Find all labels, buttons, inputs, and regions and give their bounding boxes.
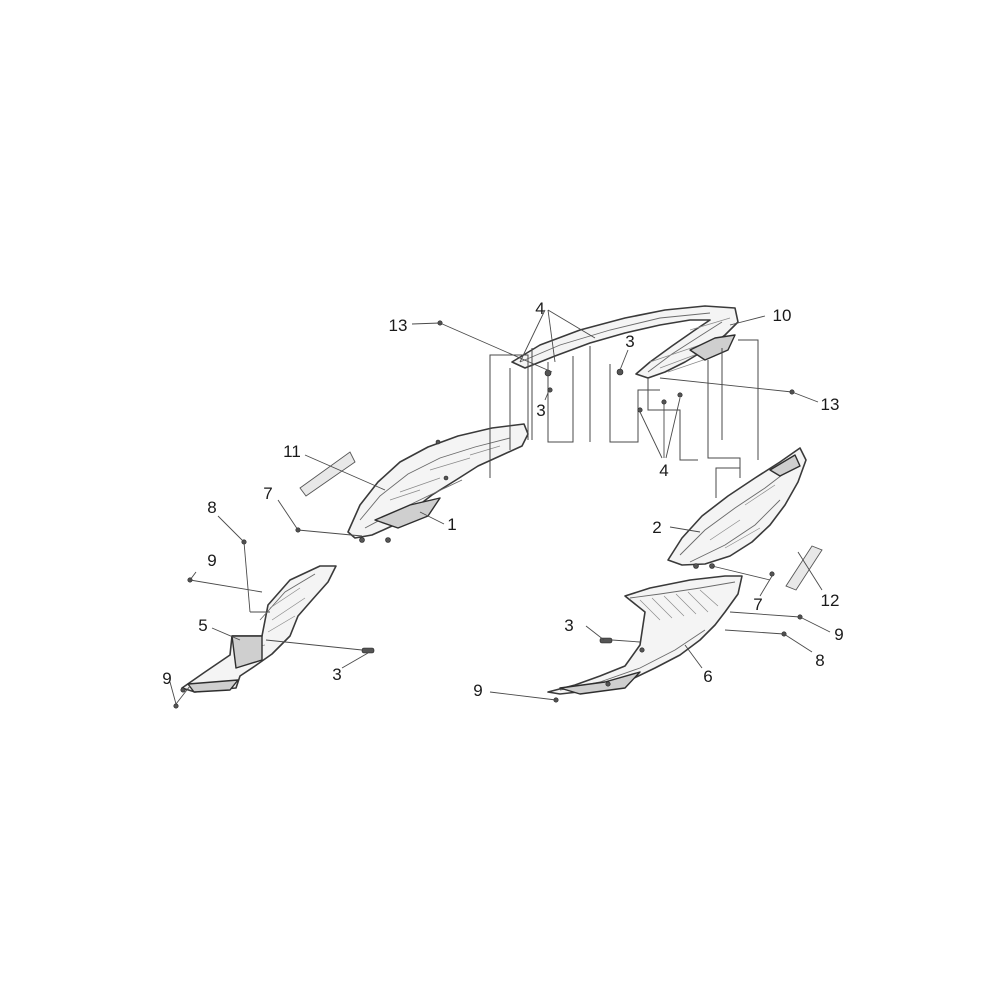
callout-12: 12 [821,591,840,610]
callout-3-lower-right: 3 [564,616,573,635]
leader-lines [169,309,831,705]
nut-4c-icon [677,392,683,398]
washer-9e-icon [180,687,186,693]
callout-13-upper-left: 13 [389,316,408,335]
callout-4-upper: 4 [535,299,544,318]
washer-9c-icon [173,703,179,709]
callout-9-right: 9 [834,625,843,644]
callout-8-left: 8 [207,498,216,517]
part-12-decal [785,545,823,591]
callout-3-upper-right: 3 [625,332,634,351]
callout-5: 5 [198,616,207,635]
callout-9-left-lower: 9 [162,669,171,688]
clip-3c-icon [361,647,375,654]
callout-8-right: 8 [815,651,824,670]
callout-4-lower: 4 [659,461,668,480]
nut-4b-icon [661,399,667,405]
screw-7b-icon [769,571,775,577]
part-1-left-side-cover [347,423,529,543]
callout-9-bottom: 9 [473,681,482,700]
callout-7-right: 7 [753,595,762,614]
part-11-decal [299,451,356,497]
callout-9-left-upper: 9 [207,551,216,570]
callout-3-lower-left: 3 [332,665,341,684]
callout-labels: 13 4 3 10 3 13 4 11 7 1 8 2 9 12 7 5 3 9… [162,299,843,700]
callout-7-left: 7 [263,484,272,503]
callout-6: 6 [703,667,712,686]
callout-11: 11 [283,442,301,461]
callout-3-upper-left: 3 [536,401,545,420]
callout-10: 10 [773,306,792,325]
part-6-right-lower-panel [547,575,743,695]
part-2-right-side-cover [667,447,807,569]
nut-4-icon [637,407,643,413]
callout-1: 1 [447,515,456,534]
callout-13-right: 13 [821,395,840,414]
part-5-left-lower-panel [181,565,337,693]
callout-2: 2 [652,518,661,537]
